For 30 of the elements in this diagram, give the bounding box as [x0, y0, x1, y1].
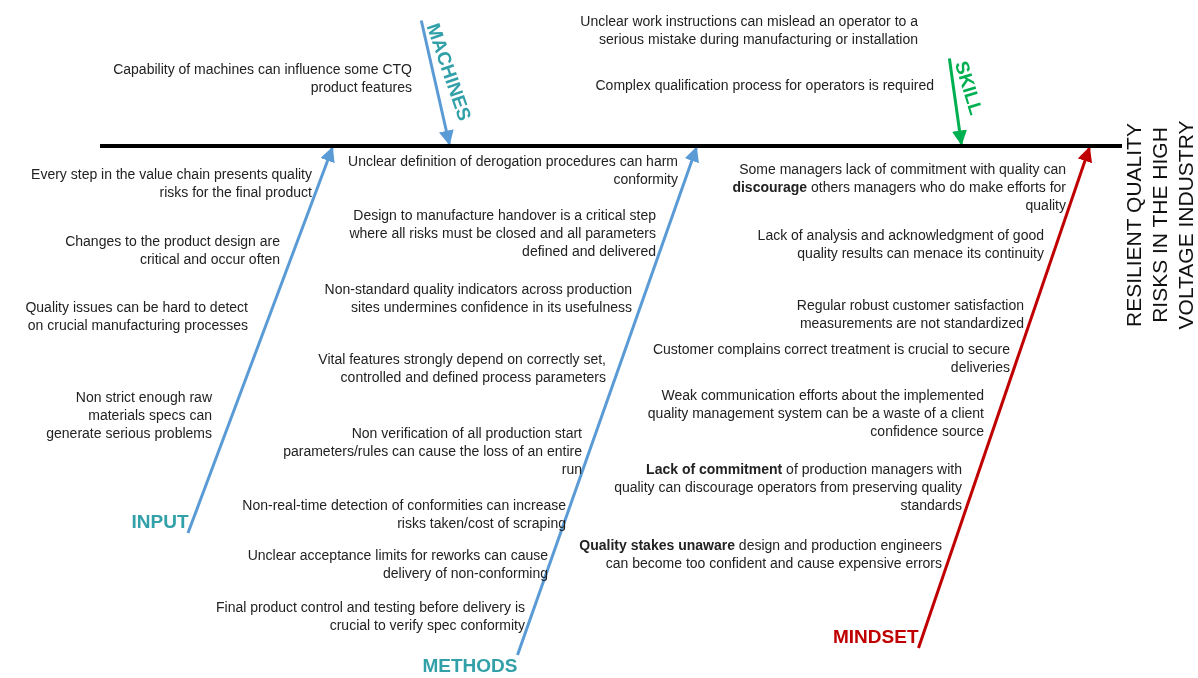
category-label: METHODS — [422, 655, 518, 677]
cause-text: Non verification of all production start parameters/rules can cause the loss of an entire run — [282, 424, 582, 478]
arrow — [186, 146, 335, 534]
cause-text: Lack of commitment of production managers with quality can discourage operators from preserving quality standards — [613, 460, 962, 514]
cause-text: Lack of analysis and acknowledgment of good quality results can menace its continuity — [756, 226, 1044, 262]
cause-text: Final product control and testing before delivery is crucial to verify spec conformity — [215, 598, 525, 634]
category-label: MINDSET — [833, 626, 919, 648]
category-label: INPUT — [131, 511, 189, 533]
arrow — [419, 20, 454, 146]
cause-text: Quality stakes unaware design and production engineers can become too confident and cause expensive errors — [578, 536, 942, 572]
cause-text: Unclear definition of derogation procedures can harm conformity — [347, 152, 678, 188]
cause-text: Non strict enough raw materials specs can generate serious problems — [45, 388, 212, 442]
cause-text: Some managers lack of commitment with quality can discourage others managers who do make efforts for quality — [731, 160, 1066, 214]
cause-text: Non-standard quality indicators across production sites undermines confidence in its usefulness — [323, 280, 632, 316]
arrow — [947, 58, 967, 146]
cause-text: Quality issues can be hard to detect on crucial manufacturing processes — [24, 298, 248, 334]
cause-text: Complex qualification process for operators is required — [594, 76, 934, 94]
category-label: SKILL — [949, 58, 987, 118]
cause-text: Customer complains correct treatment is crucial to secure deliveries — [651, 340, 1010, 376]
cause-text: Design to manufacture handover is a critical step where all risks must be closed and all parameters defined and delivered — [348, 206, 656, 260]
effect-heading: RESILIENT QUALITY RISKS IN THE HIGH VOLTAGE INDUSTRY — [1121, 100, 1198, 350]
cause-text: Regular robust customer satisfaction measurements are not standardized — [795, 296, 1024, 332]
cause-text: Weak communication efforts about the implemented quality management system can be a waste of a client confidence source — [646, 386, 984, 440]
cause-text: Unclear work instructions can mislead an operator to a serious mistake during manufacturing or installation — [579, 12, 918, 48]
cause-text: Vital features strongly depend on correctly set, controlled and defined process parameters — [317, 350, 606, 386]
arrow — [917, 146, 1093, 649]
cause-text: Capability of machines can influence some CTQ product features — [112, 60, 412, 96]
cause-text: Changes to the product design are critical and occur often — [64, 232, 280, 268]
arrow — [516, 146, 699, 656]
cause-text: Every step in the value chain presents quality risks for the final product — [30, 165, 312, 201]
